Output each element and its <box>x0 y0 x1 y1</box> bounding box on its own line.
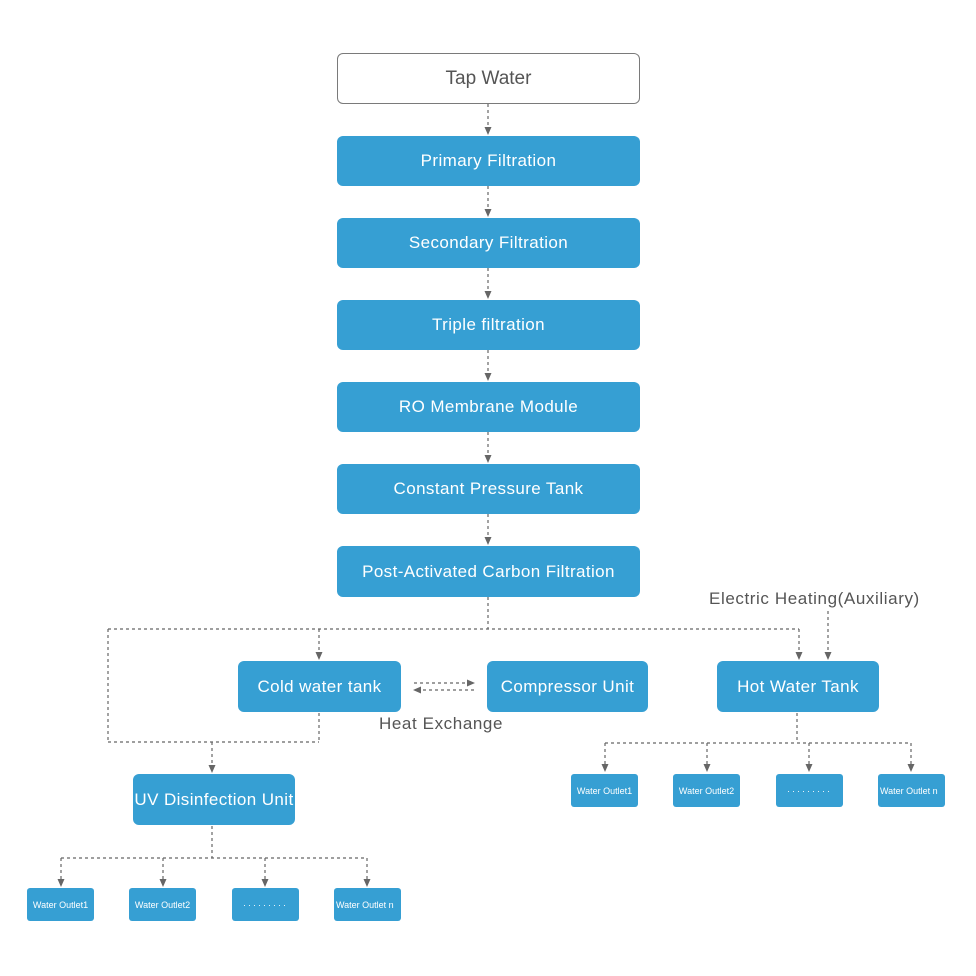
node-triple-filtration: Triple filtration <box>337 300 640 350</box>
cold-outlet-ellipsis: ········· <box>232 888 299 921</box>
label-electric-heating: Electric Heating(Auxiliary) <box>709 589 920 608</box>
hot-outlet-1: Water Outlet1 <box>571 774 638 807</box>
node-cold-water-tank: Cold water tank <box>238 661 401 712</box>
label-heat-exchange: Heat Exchange <box>379 714 504 733</box>
node-post-carbon-filtration: Post-Activated Carbon Filtration <box>337 546 640 597</box>
hot-outlet-ellipsis: ········· <box>776 774 843 807</box>
hot-outlet-n: Water Outlet n <box>878 774 945 807</box>
node-secondary-filtration: Secondary Filtration <box>337 218 640 268</box>
node-tap-water: Tap Water <box>337 53 640 104</box>
cold-outlet-1: Water Outlet1 <box>27 888 94 921</box>
node-primary-filtration: Primary Filtration <box>337 136 640 186</box>
node-uv-disinfection-unit: UV Disinfection Unit <box>133 774 295 825</box>
node-hot-water-tank: Hot Water Tank <box>717 661 879 712</box>
node-constant-pressure-tank: Constant Pressure Tank <box>337 464 640 514</box>
node-ro-membrane: RO Membrane Module <box>337 382 640 432</box>
cold-outlet-2: Water Outlet2 <box>129 888 196 921</box>
node-compressor-unit: Compressor Unit <box>487 661 648 712</box>
hot-outlet-2: Water Outlet2 <box>673 774 740 807</box>
cold-outlet-n: Water Outlet n <box>334 888 401 921</box>
